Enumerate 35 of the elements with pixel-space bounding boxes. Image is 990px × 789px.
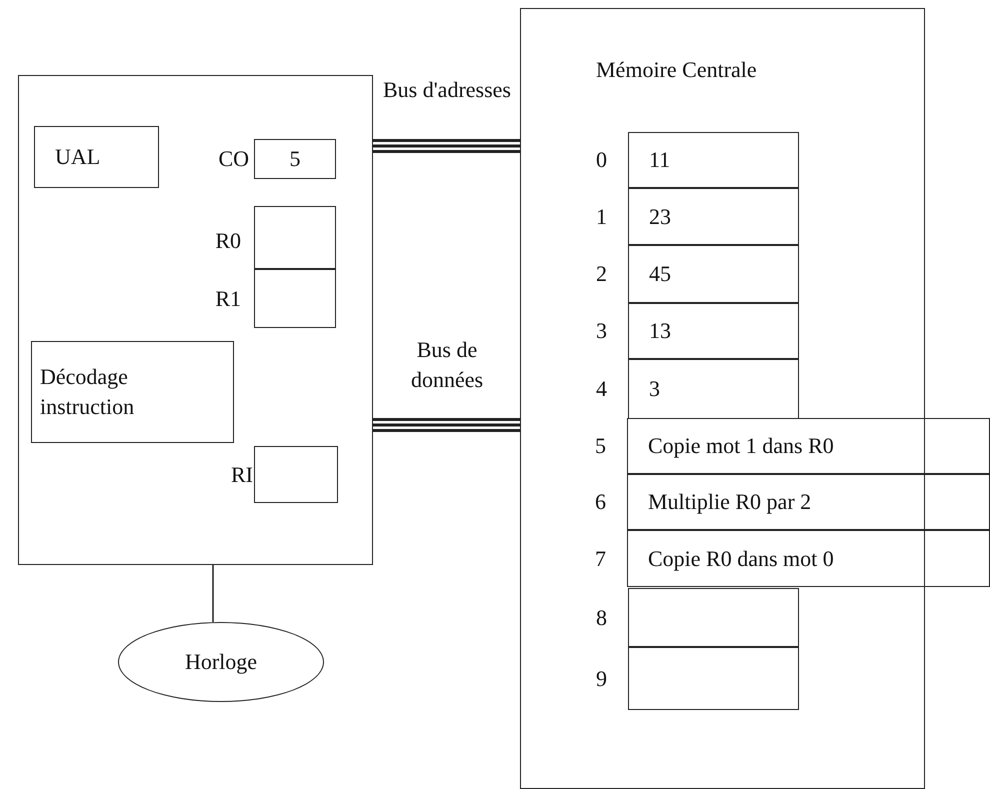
address-number: 0 [596,147,607,173]
bus-line [373,139,520,153]
node-label: Mémoire Centrale [596,57,757,83]
node-label: 13 [649,318,671,344]
node-label: Multiplie R0 par 2 [648,489,812,515]
address-number: 8 [596,604,607,630]
unit-box [34,126,159,188]
decoder-box [31,341,234,443]
node-label: Horloge [184,649,258,675]
address-number: 7 [595,546,606,572]
address-number: 4 [596,376,607,402]
node-label: Copie R0 dans mot 0 [648,546,834,572]
node-label: UAL [55,144,100,170]
register-name: CO [218,146,249,172]
connector-line [212,565,214,622]
node-label: 5 [290,146,300,172]
register-name: R1 [215,286,241,312]
node-label: 3 [649,376,660,402]
bus-line [373,418,520,432]
node-label: Copie mot 1 dans R0 [648,433,834,459]
clock-ellipse [118,622,324,702]
node-label: 45 [649,261,671,287]
address-number: 5 [595,433,606,459]
node-label: Décodage instruction [40,363,136,421]
register-name: RI [231,462,253,488]
address-number: 9 [596,666,607,692]
node-label: 11 [649,147,670,173]
address-number: 6 [595,489,606,515]
register-name: R0 [215,228,241,254]
address-number: 2 [596,261,607,287]
node-label: 23 [649,204,671,230]
address-number: 1 [596,204,607,230]
memory-box [520,8,925,789]
processor-box [18,75,373,565]
address-number: 3 [596,318,607,344]
